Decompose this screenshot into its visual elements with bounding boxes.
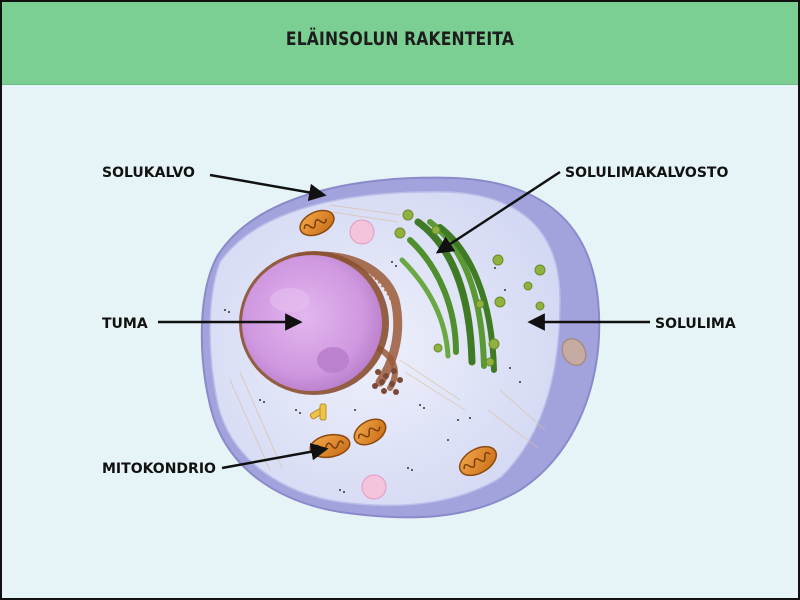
- lysosomes: [349, 219, 387, 500]
- cytoplasm-particles: [224, 261, 521, 493]
- callout-arrows: [158, 170, 650, 470]
- centrioles: [309, 403, 327, 421]
- mitochondria: [299, 209, 587, 477]
- label-mitokondrio: MITOKONDRIO: [102, 461, 216, 477]
- arrow-solulimakalvosto: [435, 170, 561, 254]
- vesicles: [394, 209, 546, 367]
- arrow-mitokondrio: [221, 443, 329, 470]
- label-solukalvo: SOLUKALVO: [102, 165, 195, 181]
- golgi-apparatus: [399, 218, 497, 373]
- label-tuma: TUMA: [102, 316, 148, 332]
- diagram-title: ELÄINSOLUN RAKENTEITA: [285, 28, 515, 50]
- arrow-solukalvo: [209, 173, 327, 202]
- nucleus: [239, 251, 389, 395]
- title-bar: ELÄINSOLUN RAKENTEITA: [2, 2, 798, 85]
- nucleolus: [317, 347, 349, 373]
- cytoskeleton: [229, 204, 546, 471]
- label-solulima: SOLULIMA: [655, 316, 736, 332]
- labels: SOLUKALVO SOLULIMAKALVOSTO TUMA SOLULIMA…: [102, 165, 736, 477]
- ribosome-cluster: [372, 368, 403, 395]
- label-solulimakalvosto: SOLULIMAKALVOSTO: [565, 165, 728, 181]
